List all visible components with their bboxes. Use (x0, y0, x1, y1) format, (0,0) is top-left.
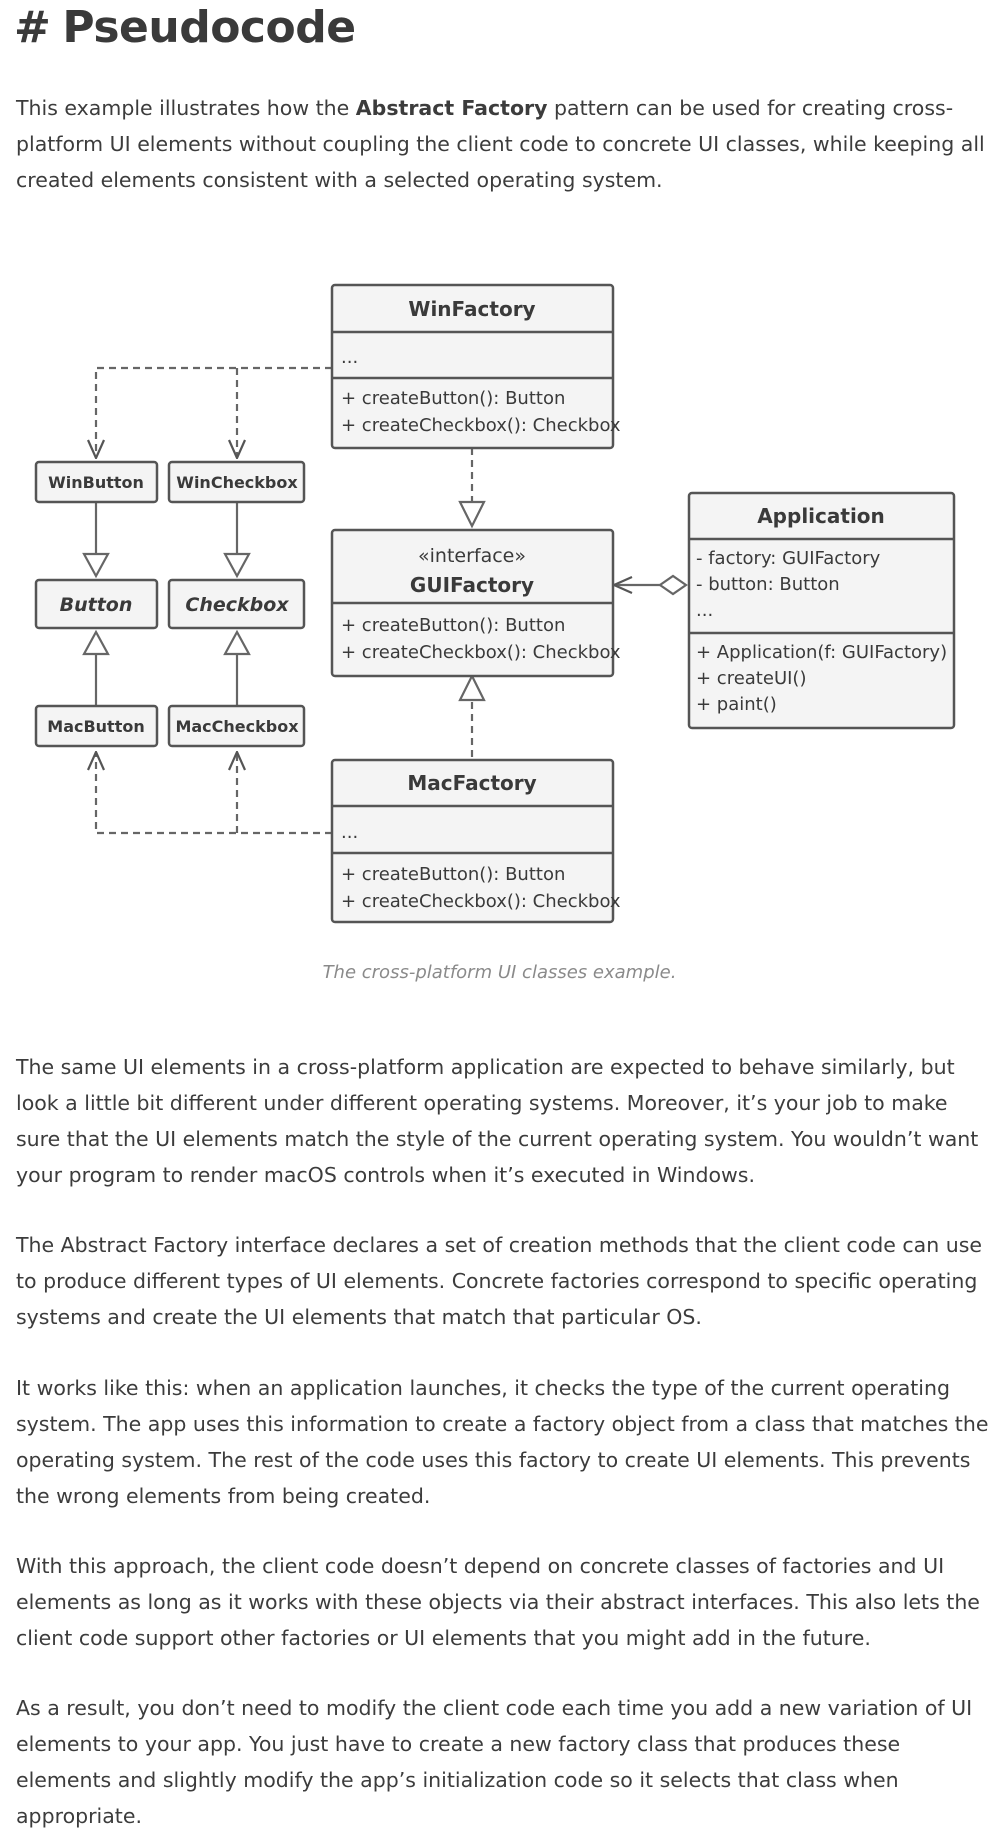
class-application: Application - factory: GUIFactory - butt… (687, 491, 956, 730)
intro-text-before: This example illustrates how the (16, 96, 356, 120)
class-mac-checkbox: MacCheckbox (167, 704, 306, 748)
mac-dependency-lines (96, 752, 332, 835)
intro-pattern-name: Abstract Factory (355, 96, 548, 120)
class-win-button: WinButton (34, 460, 159, 504)
class-method: + createCheckbox(): Checkbox (341, 415, 621, 436)
win-dependency-lines (96, 366, 332, 458)
body-paragraph: The Abstract Factory interface declares … (16, 1233, 982, 1329)
class-fields: ... (341, 822, 358, 843)
class-name: WinFactory (408, 297, 535, 321)
class-name: WinCheckbox (176, 473, 298, 492)
realization-arrowhead-top (458, 500, 486, 529)
class-stereotype: «interface» (418, 545, 526, 567)
class-mac-button: MacButton (34, 704, 159, 748)
inheritance-arrowhead-mac-checkbox (223, 629, 251, 656)
intro-paragraph: This example illustrates how the Abstrac… (16, 90, 991, 198)
class-name: MacFactory (407, 771, 536, 795)
class-method: + createCheckbox(): Checkbox (341, 891, 621, 912)
body-paragraph: As a result, you don’t need to modify th… (16, 1696, 973, 1828)
class-method: + createButton(): Button (341, 388, 565, 409)
class-field: - button: Button (696, 574, 840, 595)
class-checkbox-interface: Checkbox (167, 578, 306, 630)
class-name: Application (757, 504, 885, 528)
class-method: + paint() (696, 694, 777, 715)
realization-arrowhead-bottom (458, 673, 486, 702)
heading-anchor-icon[interactable]: # (14, 2, 51, 53)
class-method: + createUI() (696, 668, 806, 689)
class-win-checkbox: WinCheckbox (167, 460, 306, 504)
class-name: Checkbox (185, 594, 289, 616)
body-paragraph: It works like this: when an application … (16, 1376, 989, 1508)
heading-text: Pseudocode (62, 2, 356, 53)
intro-text-after: pattern can be used for creating cross-p… (16, 96, 985, 192)
class-method: + Application(f: GUIFactory) (696, 642, 947, 663)
figure-caption: The cross-platform UI classes example. (322, 962, 677, 983)
inheritance-arrowhead-win-button (82, 552, 110, 579)
class-name: MacButton (47, 717, 144, 736)
class-field: ... (696, 600, 713, 621)
class-mac-factory: MacFactory ... + createButton(): Button … (330, 758, 621, 924)
class-name: WinButton (48, 473, 144, 492)
class-method: + createButton(): Button (341, 864, 565, 885)
inheritance-arrowhead-win-checkbox (223, 552, 251, 579)
class-win-factory: WinFactory ... + createButton(): Button … (330, 283, 621, 450)
class-field: - factory: GUIFactory (696, 548, 881, 569)
class-fields: ... (341, 347, 358, 368)
class-name: MacCheckbox (175, 717, 299, 736)
class-button-interface: Button (34, 578, 159, 630)
class-method: + createButton(): Button (341, 615, 565, 636)
uml-class-diagram: WinFactory ... + createButton(): Button … (34, 283, 956, 924)
aggregation-diamond (658, 574, 688, 596)
class-gui-factory: «interface» GUIFactory + createButton():… (330, 528, 621, 678)
class-method: + createCheckbox(): Checkbox (341, 642, 621, 663)
class-name: Button (60, 594, 133, 616)
inheritance-arrowhead-mac-button (82, 629, 110, 656)
body-paragraph: With this approach, the client code does… (16, 1554, 980, 1650)
page-title: #Pseudocode (14, 2, 356, 53)
class-name: GUIFactory (410, 573, 534, 597)
body-paragraph: The same UI elements in a cross-platform… (16, 1055, 979, 1187)
